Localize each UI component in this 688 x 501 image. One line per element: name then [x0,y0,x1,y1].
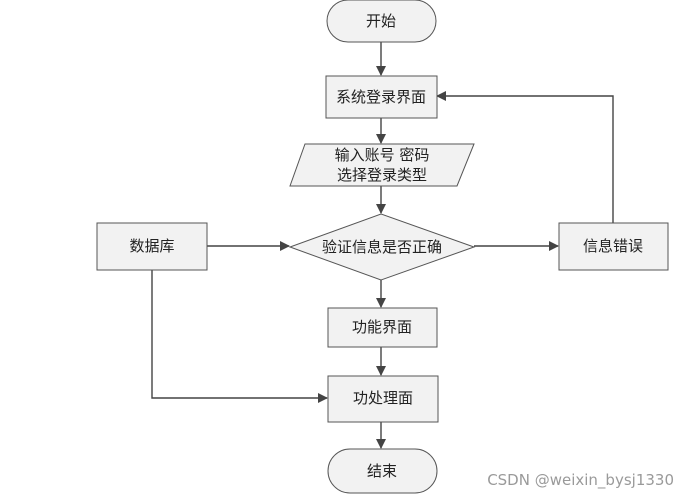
database-label: 数据库 [129,237,174,255]
start-label: 开始 [366,12,396,30]
database-node: 数据库 [96,222,208,271]
input-label-line1: 输入账号 密码 [335,146,430,164]
process-page-label: 功处理面 [353,389,413,407]
validate-label: 验证信息是否正确 [322,238,442,256]
start-node: 开始 [326,0,437,43]
validate-node: 验证信息是否正确 [288,213,476,281]
function-page-node: 功能界面 [327,307,438,348]
function-page-label: 功能界面 [352,318,412,336]
edge-database-process [151,270,328,403]
error-label: 信息错误 [583,237,643,255]
input-label-line2: 选择登录类型 [337,166,427,184]
input-node: 输入账号 密码 选择登录类型 [289,143,475,187]
error-node: 信息错误 [558,222,669,271]
login-page-label: 系统登录界面 [336,88,426,106]
watermark: CSDN @weixin_bysj1330 [487,471,674,489]
login-page-node: 系统登录界面 [325,75,438,119]
edge-error-login [436,91,614,223]
end-label: 结束 [367,462,397,480]
end-node: 结束 [327,448,438,494]
process-page-node: 功处理面 [327,375,439,423]
